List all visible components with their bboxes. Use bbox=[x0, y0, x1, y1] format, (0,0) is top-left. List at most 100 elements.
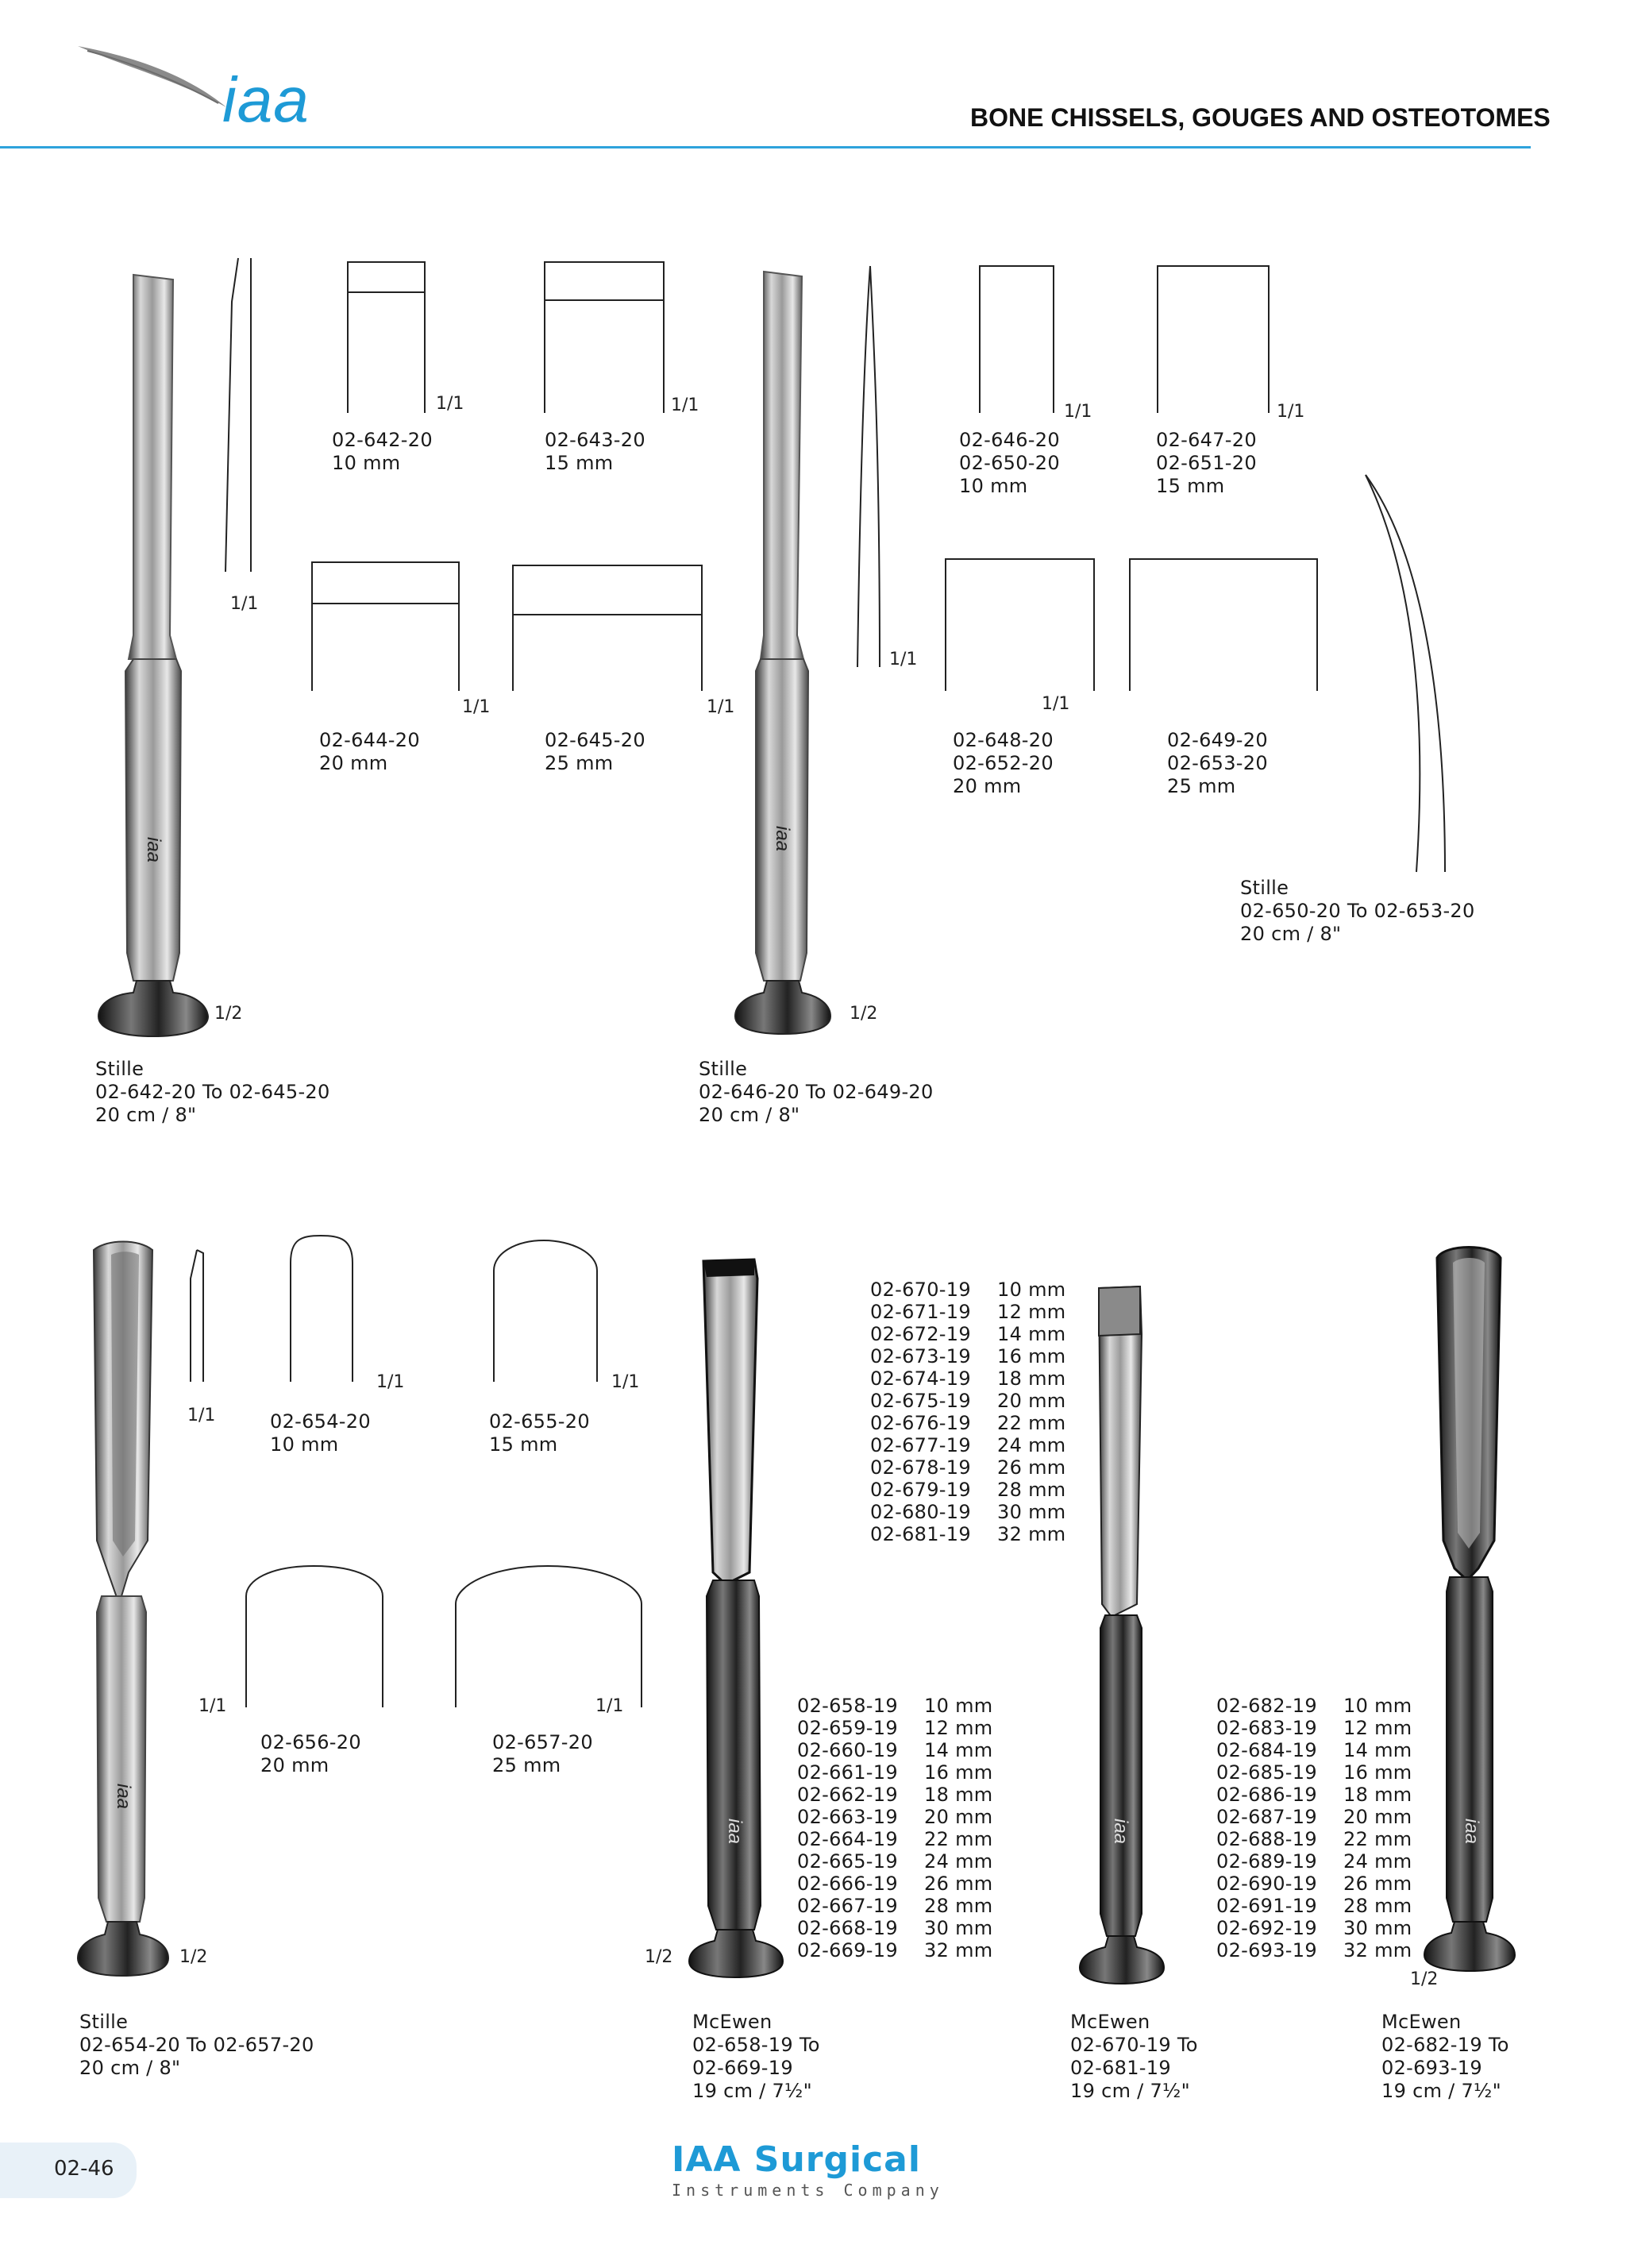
mcewen-chisel-2 bbox=[1078, 1285, 1166, 1985]
scale-label: 1/1 bbox=[187, 1406, 216, 1425]
handle-logo-marks: iaa iaa iaa iaa iaa iaa bbox=[113, 826, 1482, 1844]
scale-label: 1/1 bbox=[436, 394, 464, 414]
stille-chisel-top-left bbox=[97, 257, 252, 1038]
product-caption: Stille 02-654-20 To 02-657-20 20 cm / 8" bbox=[79, 2011, 314, 2079]
product-caption: McEwen 02-658-19 To 02-669-19 19 cm / 7½… bbox=[692, 2011, 820, 2102]
scale-label: 1/1 bbox=[707, 697, 735, 717]
page-number-tab bbox=[0, 2143, 137, 2198]
scale-label: 1/2 bbox=[1410, 1969, 1439, 1989]
scale-label: 1/1 bbox=[230, 594, 259, 614]
scale-label: 1/1 bbox=[376, 1372, 405, 1392]
scale-label: 1/1 bbox=[198, 1696, 227, 1716]
svg-text:iaa: iaa bbox=[772, 826, 793, 851]
mcewen-chisel-1 bbox=[688, 1258, 784, 1979]
product-caption: McEwen 02-670-19 To 02-681-19 19 cm / 7½… bbox=[1070, 2011, 1198, 2102]
product-caption: Stille 02-646-20 To 02-649-20 20 cm / 8" bbox=[699, 1058, 934, 1126]
brand-logo: iaa bbox=[222, 64, 310, 135]
footer-brand: IAA Surgical bbox=[672, 2139, 921, 2180]
scale-label: 1/1 bbox=[1042, 694, 1070, 714]
curved-osteotome bbox=[1365, 474, 1446, 873]
tip-outlines-top-left bbox=[311, 261, 703, 691]
product-caption: McEwen 02-682-19 To 02-693-19 19 cm / 7½… bbox=[1381, 2011, 1509, 2102]
page-number: 02-46 bbox=[54, 2157, 114, 2181]
svg-text:iaa: iaa bbox=[1461, 1819, 1482, 1844]
scale-label: 1/2 bbox=[850, 1004, 878, 1024]
scale-label: 1/1 bbox=[1277, 402, 1305, 422]
scale-label: 1/2 bbox=[645, 1947, 673, 1967]
svg-text:iaa: iaa bbox=[143, 837, 164, 862]
product-caption: Stille 02-650-20 To 02-653-20 20 cm / 8" bbox=[1240, 877, 1475, 945]
scale-label: 1/2 bbox=[179, 1947, 208, 1967]
stille-chisel-top-right bbox=[734, 265, 880, 1036]
scale-label: 1/1 bbox=[889, 650, 918, 669]
scale-label: 1/1 bbox=[1064, 402, 1092, 422]
stille-gouge-bottom-left bbox=[76, 1240, 204, 1977]
product-caption: Stille 02-642-20 To 02-645-20 20 cm / 8" bbox=[95, 1058, 330, 1126]
scale-label: 1/1 bbox=[611, 1372, 640, 1392]
footer-brand-subtitle: Instruments Company bbox=[672, 2181, 944, 2200]
scale-label: 1/1 bbox=[671, 395, 699, 415]
mcewen-gouge-3 bbox=[1423, 1246, 1516, 1973]
scale-label: 1/1 bbox=[462, 697, 491, 717]
tip-outlines-top-right bbox=[945, 265, 1318, 691]
gouge-outlines-bottom-left bbox=[245, 1234, 642, 1707]
page-title: BONE CHISSELS, GOUGES AND OSTEOTOMES bbox=[970, 103, 1551, 132]
header-rule bbox=[0, 146, 1531, 148]
scale-label: 1/1 bbox=[595, 1696, 624, 1716]
svg-text:iaa: iaa bbox=[113, 1784, 134, 1809]
svg-text:iaa: iaa bbox=[724, 1819, 746, 1844]
scale-label: 1/2 bbox=[214, 1004, 243, 1024]
svg-text:iaa: iaa bbox=[1110, 1819, 1131, 1844]
